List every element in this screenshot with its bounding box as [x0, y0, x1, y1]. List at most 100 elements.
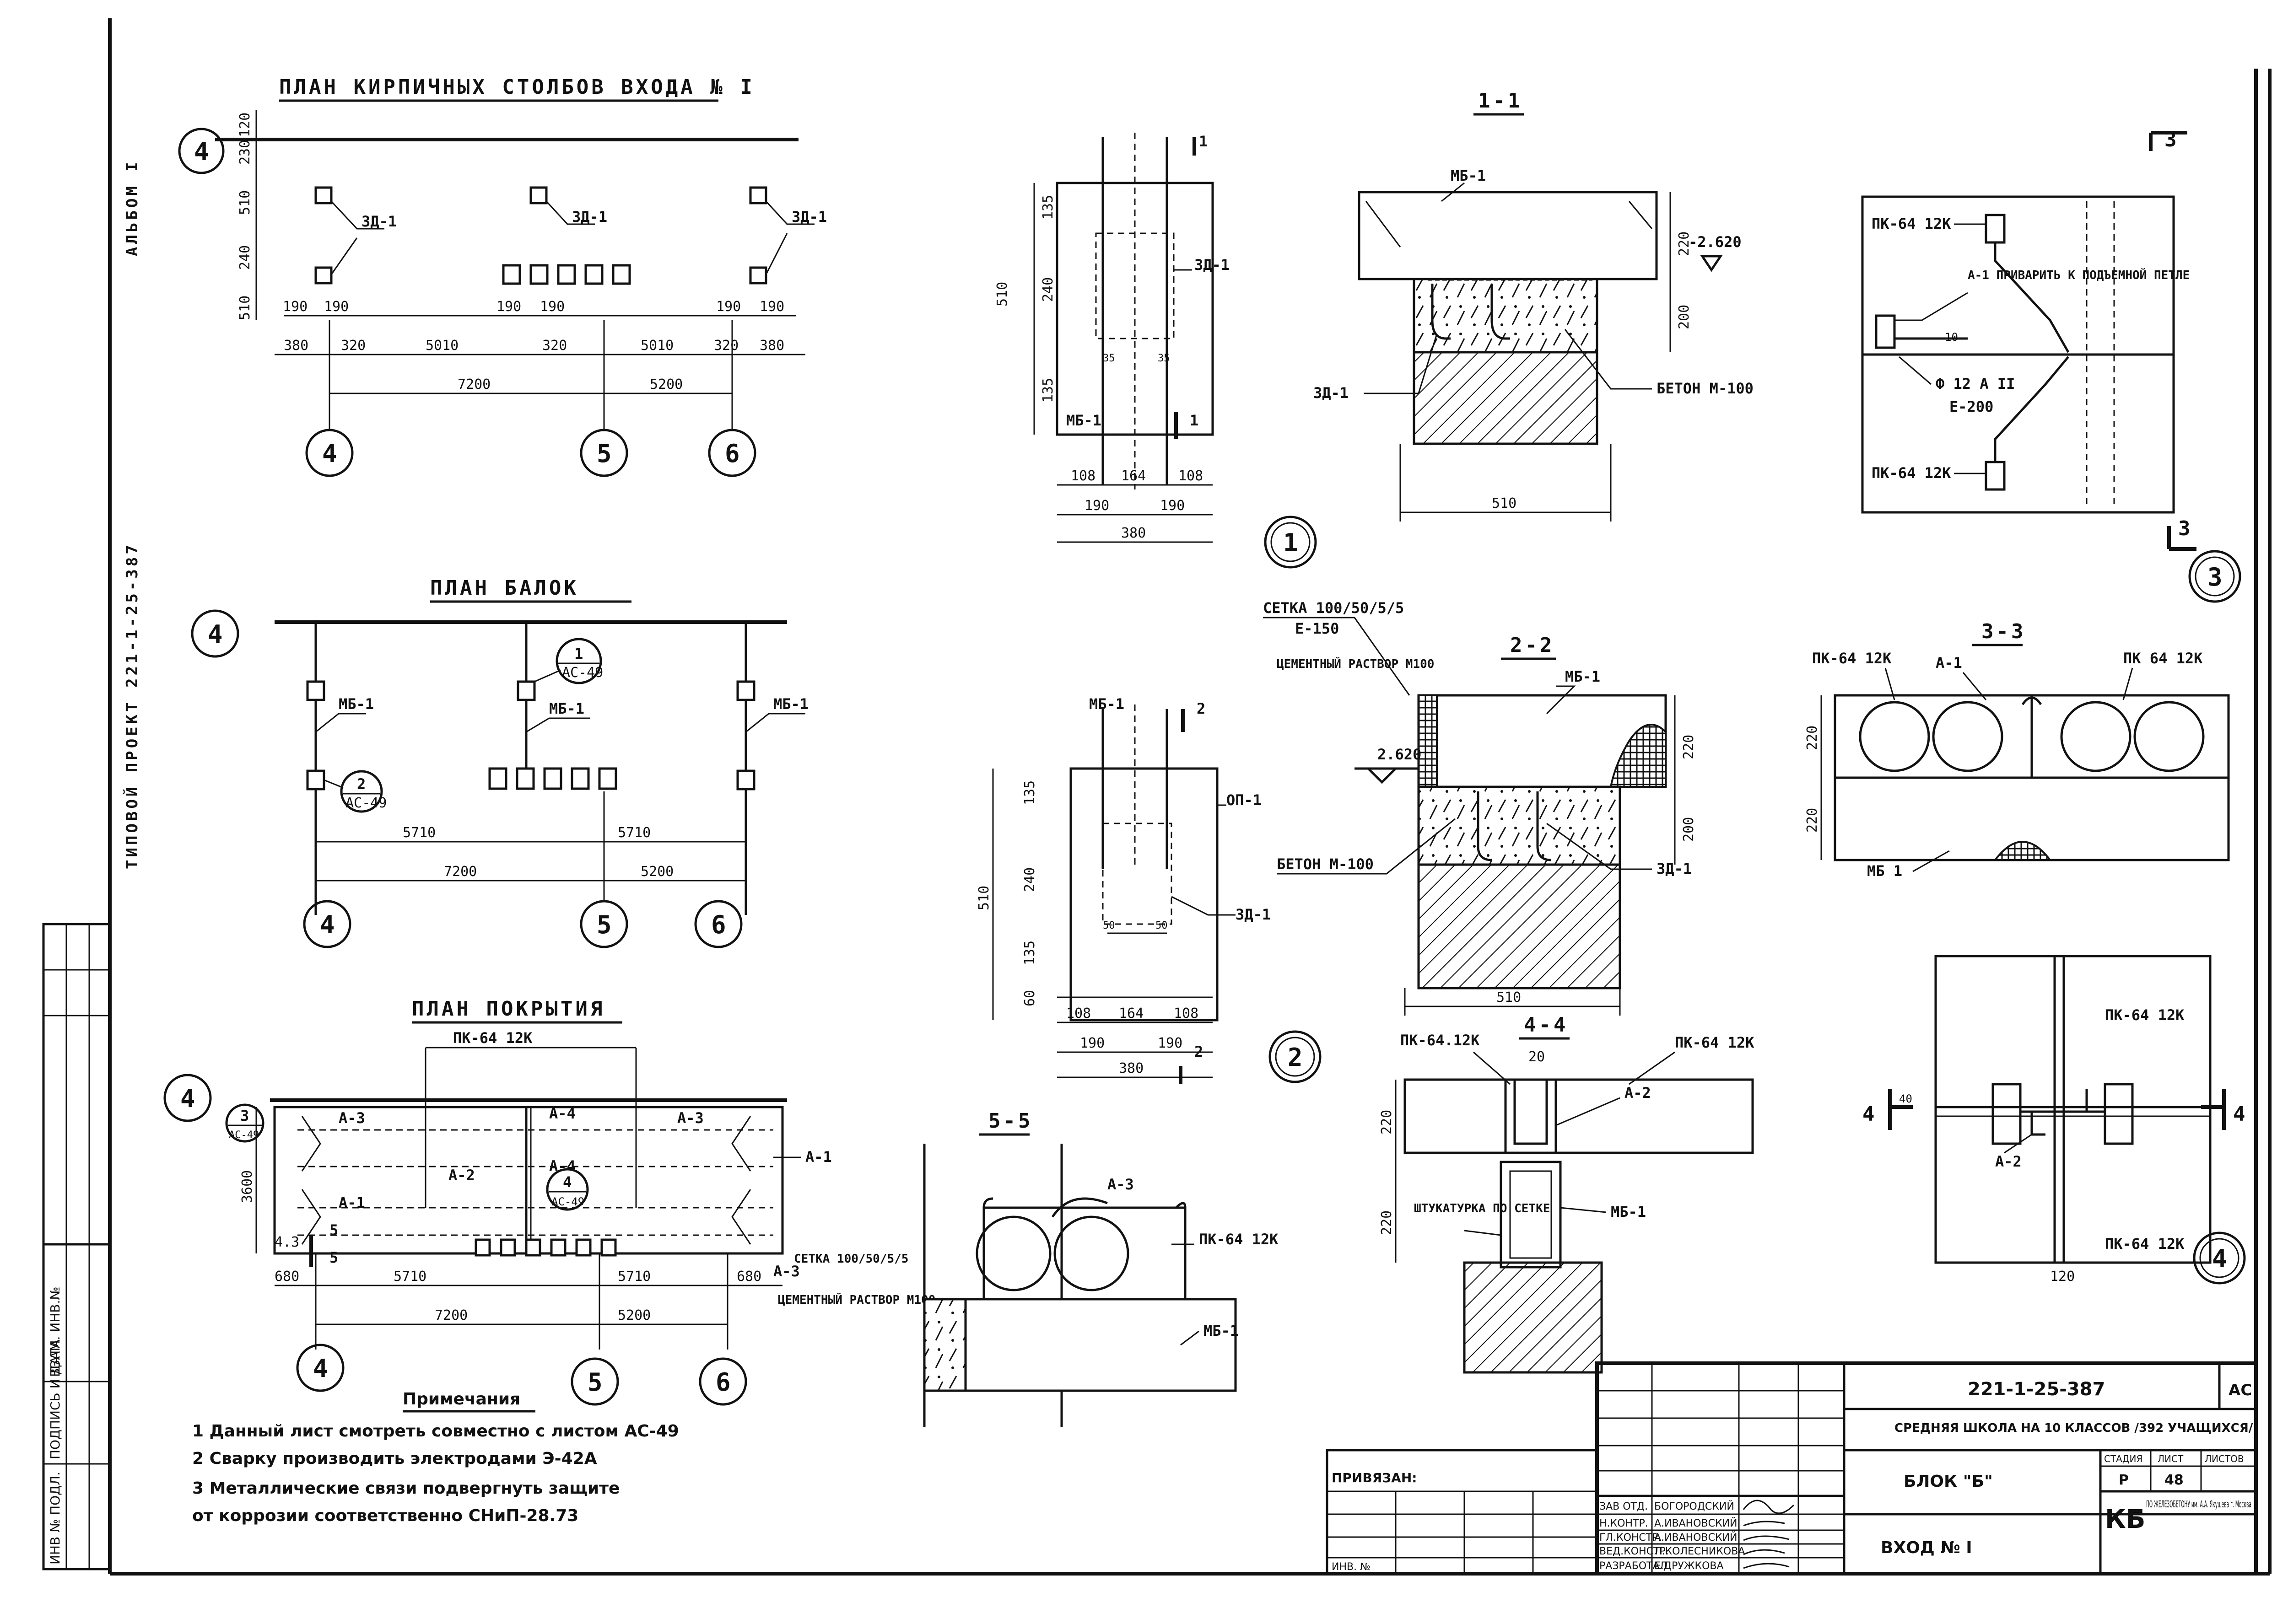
node3-num: 3	[2207, 563, 2223, 592]
stamp-entry: ВХОД № I	[1881, 1538, 1972, 1557]
plan1-vdim-510a: 510	[237, 190, 253, 215]
sec11-level: -2.620	[1689, 233, 1742, 251]
plan-beams: ПЛАН БАЛОК МБ-1 МБ-1 МБ-1 1 АС-49 2 АС-4…	[191, 576, 809, 948]
plan3-cut-a: 5	[329, 1221, 338, 1239]
sec11-title: 1-1	[1478, 89, 1522, 113]
plan1-dr3: 320	[542, 338, 567, 354]
node1-v1: 240	[1040, 277, 1056, 302]
plan2-title: ПЛАН БАЛОК	[430, 576, 579, 600]
sec33-pk1: ПК-64 12К	[1812, 650, 1892, 667]
plan3-axis-6: 6	[716, 1368, 731, 1397]
plan3-a4: А-2	[448, 1167, 475, 1184]
node2-v1: 240	[1022, 867, 1038, 892]
node4-d120: 120	[2050, 1269, 2075, 1285]
plan3-axis-top: 4	[180, 1084, 195, 1113]
plan1-dt3: 190	[540, 299, 565, 315]
sec55-title: 5-5	[988, 1109, 1033, 1133]
sec44-a2: А-2	[1624, 1084, 1651, 1102]
stamp-role-1: Н.КОНТР.	[1599, 1518, 1648, 1529]
stamp-stage-h: СТАДИЯ	[2104, 1453, 2142, 1464]
plan1-axis-6: 6	[725, 439, 740, 468]
node1-zd: ЗД-1	[1194, 256, 1230, 274]
node1-vtotal: 510	[994, 282, 1010, 307]
node4-cut-left: 4	[1862, 1102, 1875, 1126]
sec44-title: 4-4	[1524, 1013, 1568, 1037]
sec33-title: 3-3	[1981, 620, 2026, 643]
node2-db1: 190	[1158, 1035, 1182, 1051]
plan1-title: ПЛАН КИРПИЧНЫХ СТОЛБОВ ВХОДА № I	[279, 75, 755, 99]
node1-cut-top: 1	[1199, 133, 1208, 150]
section-4-4: 4-4 ПК-64.12К ПК-64 12К 20 А-2 МБ-1 ШТУК…	[1379, 1013, 1754, 1374]
section-5-5: 5-5 А-3 ПК-64 12К МБ-1	[923, 1109, 1279, 1427]
sec22-mb: МБ-1	[1565, 668, 1600, 685]
sheet-frame	[108, 18, 2272, 1576]
stamp-kb: КБ	[2105, 1505, 2145, 1534]
node3-note: А-1 ПРИВАРИТЬ К ПОДЪЕМНОЙ ПЕТЛЕ	[1968, 268, 2190, 282]
plan2-dim2: 5710	[618, 825, 651, 841]
stamp-sheet: 48	[2164, 1472, 2184, 1488]
plan3-a3: А-1	[805, 1148, 832, 1166]
node4-pk1: ПК-64 12К	[2105, 1006, 2185, 1024]
notes-title: Примечания	[403, 1390, 520, 1409]
stamp-name-2: А.ИВАНОВСКИЙ	[1654, 1532, 1738, 1543]
stamp-code: 221-1-25-387	[1968, 1379, 2105, 1400]
node3-cut-bot: 3	[2178, 517, 2191, 540]
plan3-de2: 680	[737, 1269, 761, 1285]
stamp-privyazan: ПРИВЯЗАН:	[1332, 1470, 1417, 1485]
stamp-sheet-code: АС	[2229, 1381, 2252, 1399]
plan1-zd-b: ЗД-1	[572, 208, 607, 226]
node-1: 1 1 ЗД-1 МБ-1 135 240 135 510 35 35 108 …	[994, 133, 1317, 569]
plan3-pk-label: ПК-64 12К	[453, 1029, 533, 1047]
project-label: ТИПОВОЙ ПРОЕКТ 221-1-25-387	[123, 542, 141, 869]
sec33-pk2: ПК 64 12К	[2123, 650, 2203, 667]
node4-cut-right: 4	[2233, 1102, 2245, 1126]
plan3-ref3-sheet: АС-49	[229, 1129, 259, 1141]
sec55-mb: МБ-1	[1203, 1322, 1239, 1339]
plan3-axis-4: 4	[313, 1354, 328, 1383]
node3-pk1: ПК-64 12К	[1872, 215, 1951, 232]
node1-db1: 190	[1160, 498, 1185, 514]
plan1-dr0: 380	[284, 338, 308, 354]
node2-zd: ЗД-1	[1236, 906, 1271, 923]
plan1-dr1: 320	[341, 338, 366, 354]
plan-brick-posts: ПЛАН КИРПИЧНЫХ СТОЛБОВ ВХОДА № I 230 120…	[178, 75, 827, 477]
node3-rebar: Ф 12 А II	[1936, 375, 2015, 393]
plan3-title: ПЛАН ПОКРЫТИЯ	[412, 997, 605, 1021]
plan1-zd-c: ЗД-1	[792, 208, 827, 226]
node1-small-a: 35	[1103, 353, 1115, 364]
node2-total: 380	[1119, 1060, 1144, 1076]
node1-num: 1	[1283, 528, 1298, 557]
stamp-role-4: РАЗРАБОТАЛ	[1599, 1560, 1667, 1572]
stamp-name-0: БОГОРОДСКИЙ	[1654, 1500, 1734, 1512]
node4-d40: 40	[1899, 1092, 1912, 1105]
plan3-a0: А-3	[339, 1109, 365, 1127]
plan2-axis-top: 4	[208, 620, 223, 649]
plan3-cut-b: 5	[329, 1249, 338, 1266]
node2-small-b: 50	[1155, 920, 1168, 931]
plan2-axis-6: 6	[711, 910, 726, 939]
node2-v2: 135	[1022, 941, 1038, 965]
plan-roof: ПЛАН ПОКРЫТИЯ ПК-64 12К А-3 А-4 А-3 А-1 …	[163, 997, 935, 1406]
stamp-role-0: ЗАВ ОТД.	[1599, 1501, 1648, 1512]
sec44-d220a: 220	[1379, 1110, 1395, 1135]
margin-sign: ПОДПИСЬ И ДАТА	[48, 1339, 63, 1459]
sec44-d20: 20	[1528, 1049, 1545, 1065]
plan1-span2: 5200	[650, 376, 683, 393]
plan1-dt5: 190	[760, 299, 784, 315]
sec22-level: 2.620	[1377, 746, 1421, 763]
sec22-setka2: Е-150	[1295, 620, 1339, 637]
sec11-d200: 200	[1676, 305, 1692, 329]
node2-db0: 190	[1080, 1035, 1105, 1051]
stamp-name-1: А.ИВАНОВСКИЙ	[1654, 1517, 1738, 1529]
node3-d10: 10	[1945, 331, 1958, 344]
sec55-pk: ПК-64 12К	[1199, 1231, 1279, 1248]
plan3-small: 4.3	[275, 1234, 299, 1250]
node4-a2: А-2	[1995, 1153, 2022, 1170]
plan2-mb-c: МБ-1	[773, 695, 809, 713]
node1-db0: 190	[1085, 498, 1109, 514]
stamp-name-4: Е.ДРУЖКОВА	[1654, 1560, 1724, 1572]
node1-da1: 164	[1121, 468, 1146, 484]
plan3-ref4: 4	[563, 1173, 572, 1191]
sec22-d200: 200	[1681, 817, 1697, 842]
